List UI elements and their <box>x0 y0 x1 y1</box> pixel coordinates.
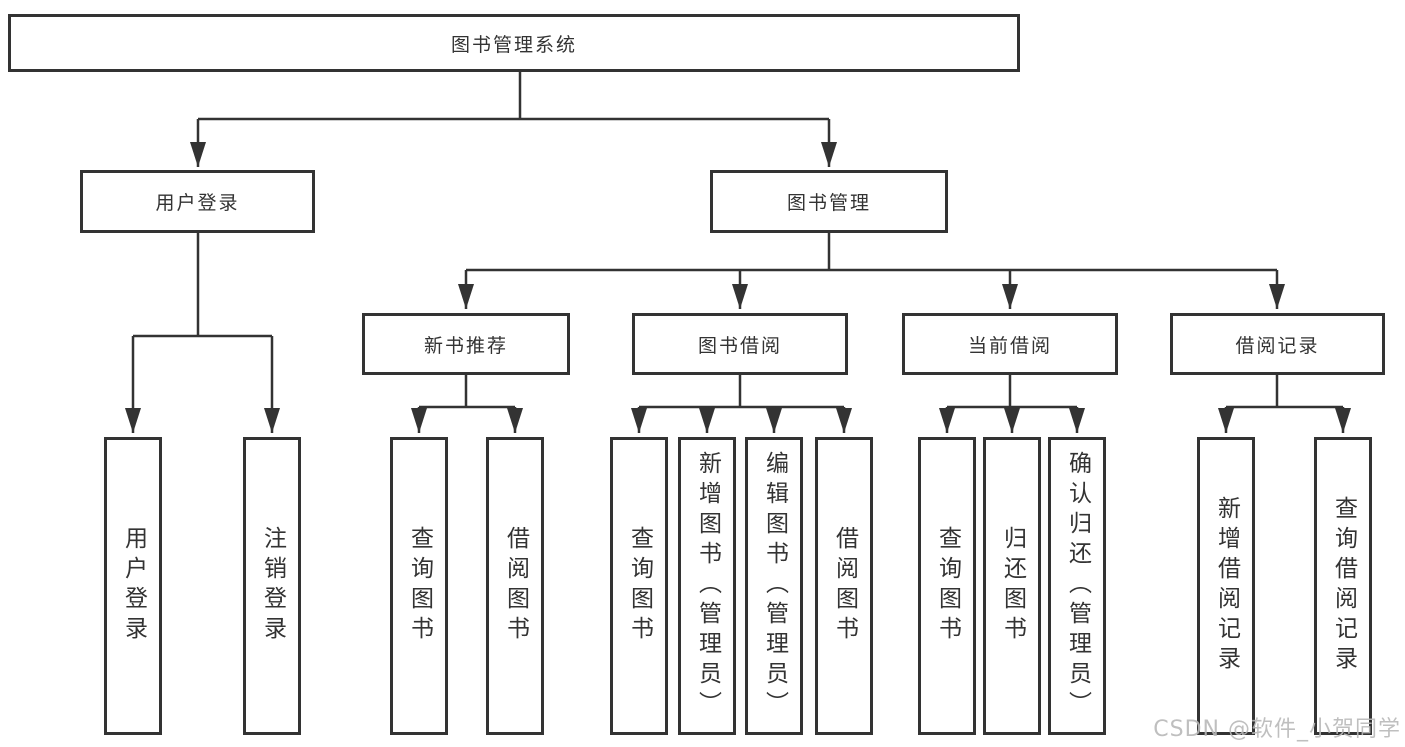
leaf-cb-query-book: 查询图书 <box>918 437 976 735</box>
node-root: 图书管理系统 <box>8 14 1020 72</box>
node-user-login: 用户登录 <box>80 170 315 233</box>
leaf-cb-confirm-return-admin-label: 确认归还（管理员） <box>1064 451 1091 721</box>
node-borrow-records: 借阅记录 <box>1170 313 1385 375</box>
leaf-bb-borrow-book-label: 借阅图书 <box>831 526 858 646</box>
leaf-cb-confirm-return-admin: 确认归还（管理员） <box>1048 437 1106 735</box>
leaf-br-query-record-label: 查询借阅记录 <box>1330 496 1357 676</box>
leaf-nbr-query-book: 查询图书 <box>390 437 448 735</box>
leaf-bb-query-book: 查询图书 <box>610 437 668 735</box>
leaf-br-add-record: 新增借阅记录 <box>1197 437 1255 735</box>
leaf-bb-edit-book-admin: 编辑图书（管理员） <box>745 437 803 735</box>
leaf-br-add-record-label: 新增借阅记录 <box>1213 496 1240 676</box>
leaf-user-login-label: 用户登录 <box>120 526 147 646</box>
leaf-bb-borrow-book: 借阅图书 <box>815 437 873 735</box>
leaf-logout: 注销登录 <box>243 437 301 735</box>
leaf-cb-return-book-label: 归还图书 <box>999 526 1026 646</box>
leaf-bb-query-book-label: 查询图书 <box>626 526 653 646</box>
leaf-user-login: 用户登录 <box>104 437 162 735</box>
node-new-book-recommend: 新书推荐 <box>362 313 570 375</box>
node-book-management: 图书管理 <box>710 170 948 233</box>
leaf-bb-add-book-admin-label: 新增图书（管理员） <box>694 451 721 721</box>
watermark: CSDN @软件_小贺同学 <box>1153 717 1401 742</box>
leaf-cb-query-book-label: 查询图书 <box>934 526 961 646</box>
leaf-bb-add-book-admin: 新增图书（管理员） <box>678 437 736 735</box>
node-book-borrow: 图书借阅 <box>632 313 848 375</box>
leaf-br-query-record: 查询借阅记录 <box>1314 437 1372 735</box>
node-current-borrow: 当前借阅 <box>902 313 1118 375</box>
leaf-logout-label: 注销登录 <box>259 526 286 646</box>
leaf-nbr-borrow-book: 借阅图书 <box>486 437 544 735</box>
leaf-nbr-query-book-label: 查询图书 <box>406 526 433 646</box>
leaf-cb-return-book: 归还图书 <box>983 437 1041 735</box>
leaf-bb-edit-book-admin-label: 编辑图书（管理员） <box>761 451 788 721</box>
leaf-nbr-borrow-book-label: 借阅图书 <box>502 526 529 646</box>
